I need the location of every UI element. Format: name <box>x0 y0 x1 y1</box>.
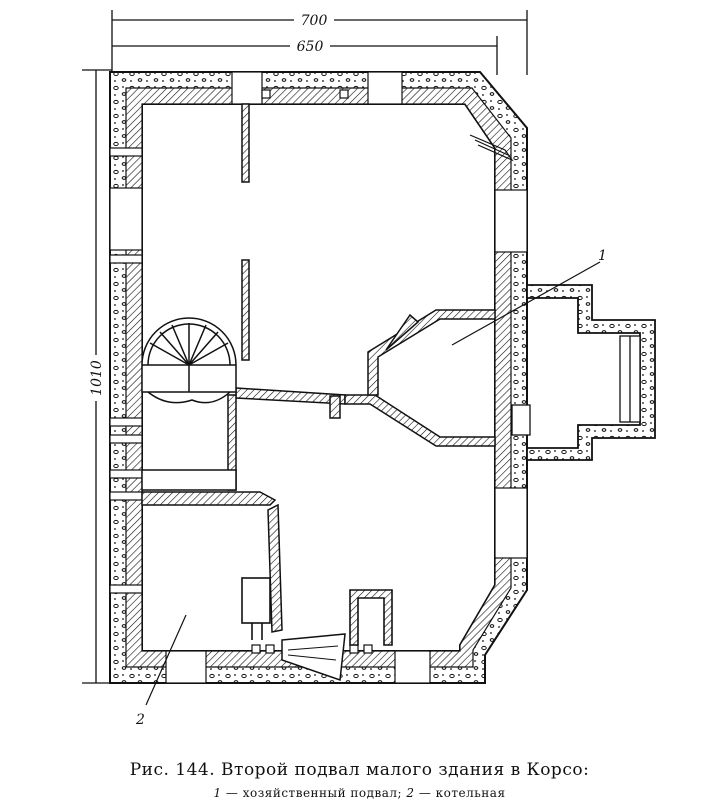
legend-1-number: 1 <box>213 786 222 800</box>
partitions <box>141 103 496 633</box>
right-annex <box>526 284 656 461</box>
dimension-outer-width: 700 <box>301 13 328 29</box>
left-wall-windows <box>109 147 143 594</box>
boiler-equipment <box>241 577 393 646</box>
callout-leaders <box>145 261 601 706</box>
bottom-wall-openings <box>165 644 431 684</box>
legend-1-text: — хозяйственный подвал; <box>221 786 407 800</box>
spiral-staircase <box>141 317 237 404</box>
dimension-inner-width: 650 <box>297 39 324 55</box>
dimension-labels: 700 650 1010 <box>87 11 334 401</box>
top-wall-openings <box>231 71 403 105</box>
right-wall-windows <box>494 189 528 559</box>
dimension-height: 1010 <box>89 360 105 396</box>
callout-label-1: 1 <box>598 248 607 264</box>
legend-2-number: 2 <box>406 786 415 800</box>
figure-caption-title: Рис. 144. Второй подвал малого здания в … <box>129 760 590 780</box>
figure-caption-legend: 1 — хозяйственный подвал; 2 — котельная <box>0 786 719 800</box>
legend-2-text: — котельная <box>414 786 506 800</box>
floor-plan-drawing: 700 650 1010 <box>82 10 656 728</box>
bottom-chute <box>281 633 346 682</box>
callout-label-2: 2 <box>135 712 145 728</box>
annex-window <box>619 335 641 423</box>
corner-stair <box>469 134 514 162</box>
annex-door <box>511 404 531 436</box>
